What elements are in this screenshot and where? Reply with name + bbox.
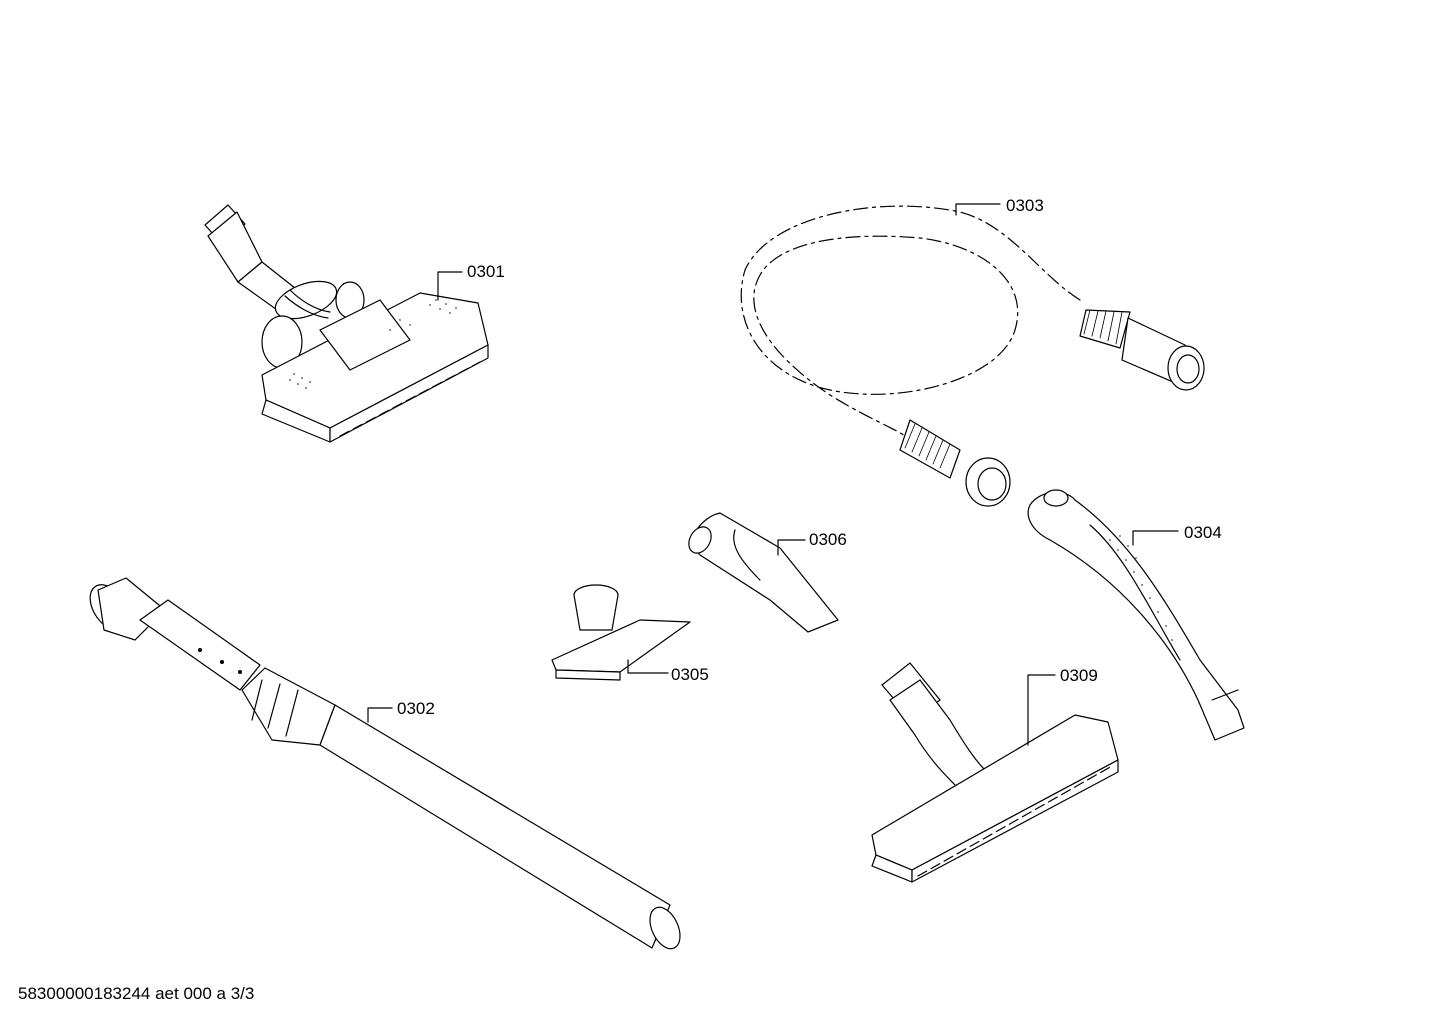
telescopic-tube: [89, 577, 681, 950]
suction-hose: [740, 205, 1205, 507]
turbo-brush-nozzle: [204, 204, 489, 443]
leader-0302: [367, 707, 393, 723]
leader-0303: [955, 203, 1001, 216]
part-label-0304: 0304: [1184, 523, 1222, 542]
part-label-0306: 0306: [809, 530, 847, 549]
leader-0301: [437, 271, 463, 301]
part-label-0309: 0309: [1060, 666, 1098, 685]
upholstery-tool: [551, 584, 691, 681]
leader-0304: [1132, 530, 1179, 546]
document-reference-footer: 58300000183244 aet 000 a 3/3: [18, 984, 255, 1003]
hard-floor-nozzle: [871, 662, 1119, 883]
crevice-tool: [688, 512, 839, 633]
leader-0309: [1027, 674, 1056, 746]
hose-handle: [1027, 489, 1245, 741]
leader-0306: [777, 539, 806, 556]
part-label-0301: 0301: [467, 262, 505, 281]
leader-0305: [627, 659, 669, 674]
part-label-0302: 0302: [397, 699, 435, 718]
part-label-0303: 0303: [1006, 196, 1044, 215]
part-label-0305: 0305: [671, 665, 709, 684]
